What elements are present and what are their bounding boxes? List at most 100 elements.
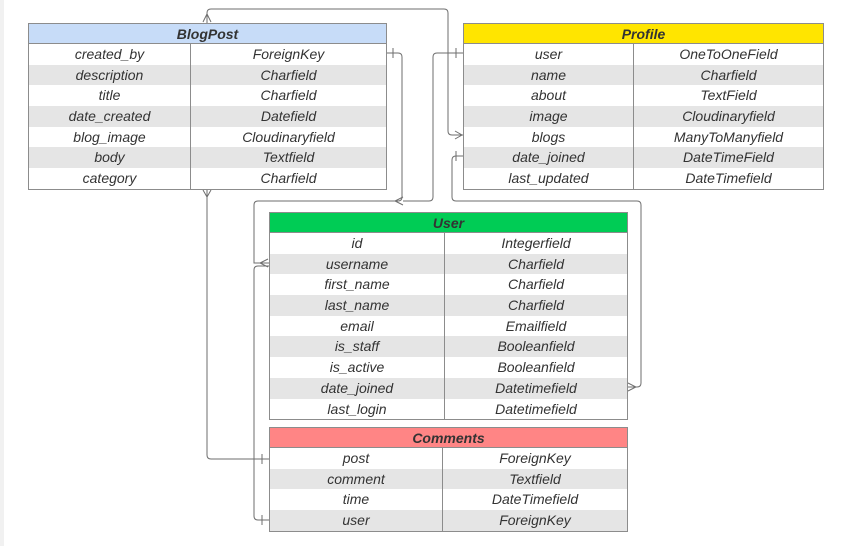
field-name: blogs: [464, 126, 634, 148]
field-row: about TextField: [464, 85, 823, 107]
field-type: Charfield: [700, 66, 757, 83]
canvas-left-edge: [0, 0, 4, 546]
field-type: ForeignKey: [252, 46, 325, 62]
field-type: Cloudinaryfield: [682, 108, 775, 125]
connector-profile-user-datejoined: [451, 155, 642, 388]
field-row: date_joined DateTimeField: [464, 147, 823, 169]
field-row: username Charfield: [270, 253, 627, 275]
field-type: Charfield: [260, 66, 317, 83]
field-type: Booleanfield: [497, 338, 575, 355]
field-name: is_staff: [270, 336, 445, 358]
field-name: created_by: [29, 44, 191, 65]
field-type: DateTimefield: [685, 170, 772, 187]
entity-header-blogpost: BlogPost: [29, 24, 386, 44]
field-name: last_updated: [464, 168, 634, 189]
field-name: post: [270, 448, 443, 469]
field-row: description Charfield: [29, 64, 386, 86]
field-type: ForeignKey: [499, 450, 571, 466]
field-type: ManyToManyfield: [673, 128, 784, 145]
field-type: Charfield: [260, 170, 317, 187]
field-name: image: [464, 106, 634, 127]
field-name: user: [270, 510, 443, 531]
field-row: date_joined Datetimefield: [270, 377, 627, 399]
field-row: email Emailfield: [270, 315, 627, 337]
field-type: Booleanfield: [497, 359, 575, 376]
field-row: post ForeignKey: [270, 448, 627, 469]
connector-blogpost-profile-blogs: [206, 8, 463, 136]
field-type: Charfield: [507, 255, 565, 272]
field-type: Datetimefield: [495, 400, 577, 417]
crowfoot-blogpost-bottom: [202, 189, 212, 199]
field-type: OneToOneField: [679, 46, 778, 62]
field-name: blog_image: [29, 126, 191, 148]
field-name: is_active: [270, 357, 445, 378]
field-name: first_name: [270, 274, 445, 296]
field-type: ForeignKey: [499, 512, 571, 529]
field-row: created_by ForeignKey: [29, 44, 386, 65]
field-type: Textfield: [509, 470, 561, 487]
field-type: Charfield: [260, 87, 317, 104]
field-name: description: [29, 64, 191, 86]
field-type: Datefield: [260, 108, 317, 125]
field-row: blog_image Cloudinaryfield: [29, 126, 386, 148]
field-row: is_staff Booleanfield: [270, 336, 627, 358]
field-row: time DateTimefield: [270, 489, 627, 511]
field-type: TextField: [700, 87, 757, 104]
field-name: category: [29, 168, 191, 189]
field-type: Textfield: [262, 149, 315, 166]
field-type: Cloudinaryfield: [242, 128, 335, 145]
field-name: comment: [270, 468, 443, 490]
entity-header-user: User: [270, 213, 627, 233]
field-row: date_created Datefield: [29, 106, 386, 127]
field-row: last_login Datetimefield: [270, 398, 627, 420]
field-name: last_name: [270, 295, 445, 316]
field-type: Charfield: [507, 297, 565, 314]
field-row: last_name Charfield: [270, 295, 627, 316]
field-row: last_updated DateTimefield: [464, 168, 823, 189]
connector-user-comments-user: [253, 265, 269, 521]
field-name: body: [29, 147, 191, 169]
field-row: comment Textfield: [270, 468, 627, 490]
field-row: body Textfield: [29, 147, 386, 169]
field-name: last_login: [270, 398, 445, 420]
connector-profile-user-user: [403, 52, 463, 202]
connector-blogpost-comments-post: [206, 188, 269, 460]
field-name: username: [270, 253, 445, 275]
field-row: title Charfield: [29, 85, 386, 107]
crowfoot-blogpost-top: [202, 12, 212, 23]
connector-blogpost-createdby-user: [253, 52, 403, 264]
crowfoot-user-datejoined: [627, 382, 638, 392]
field-row: blogs ManyToManyfield: [464, 126, 823, 148]
field-type: DateTimefield: [491, 491, 579, 508]
field-name: email: [270, 315, 445, 337]
field-row: is_active Booleanfield: [270, 357, 627, 378]
field-type: DateTimeField: [683, 149, 774, 166]
field-type: Datetimefield: [495, 379, 577, 396]
entity-header-comments: Comments: [270, 428, 627, 448]
entity-header-profile: Profile: [464, 24, 823, 44]
field-name: user: [464, 44, 634, 65]
field-type: Emailfield: [505, 317, 567, 334]
field-row: id Integerfield: [270, 233, 627, 254]
field-type: Charfield: [507, 276, 565, 293]
field-name: date_joined: [464, 147, 634, 169]
crowfoot-profile-blogs: [454, 130, 464, 140]
field-type: Integerfield: [501, 235, 571, 251]
field-row: user OneToOneField: [464, 44, 823, 65]
field-name: about: [464, 85, 634, 107]
field-name: time: [270, 489, 443, 511]
field-row: first_name Charfield: [270, 274, 627, 296]
field-name: title: [29, 85, 191, 107]
field-name: id: [270, 233, 445, 254]
crowfoot-profile-user-end: [393, 196, 404, 206]
field-row: image Cloudinaryfield: [464, 106, 823, 127]
field-row: category Charfield: [29, 168, 386, 189]
field-name: date_joined: [270, 377, 445, 399]
field-name: date_created: [29, 106, 191, 127]
